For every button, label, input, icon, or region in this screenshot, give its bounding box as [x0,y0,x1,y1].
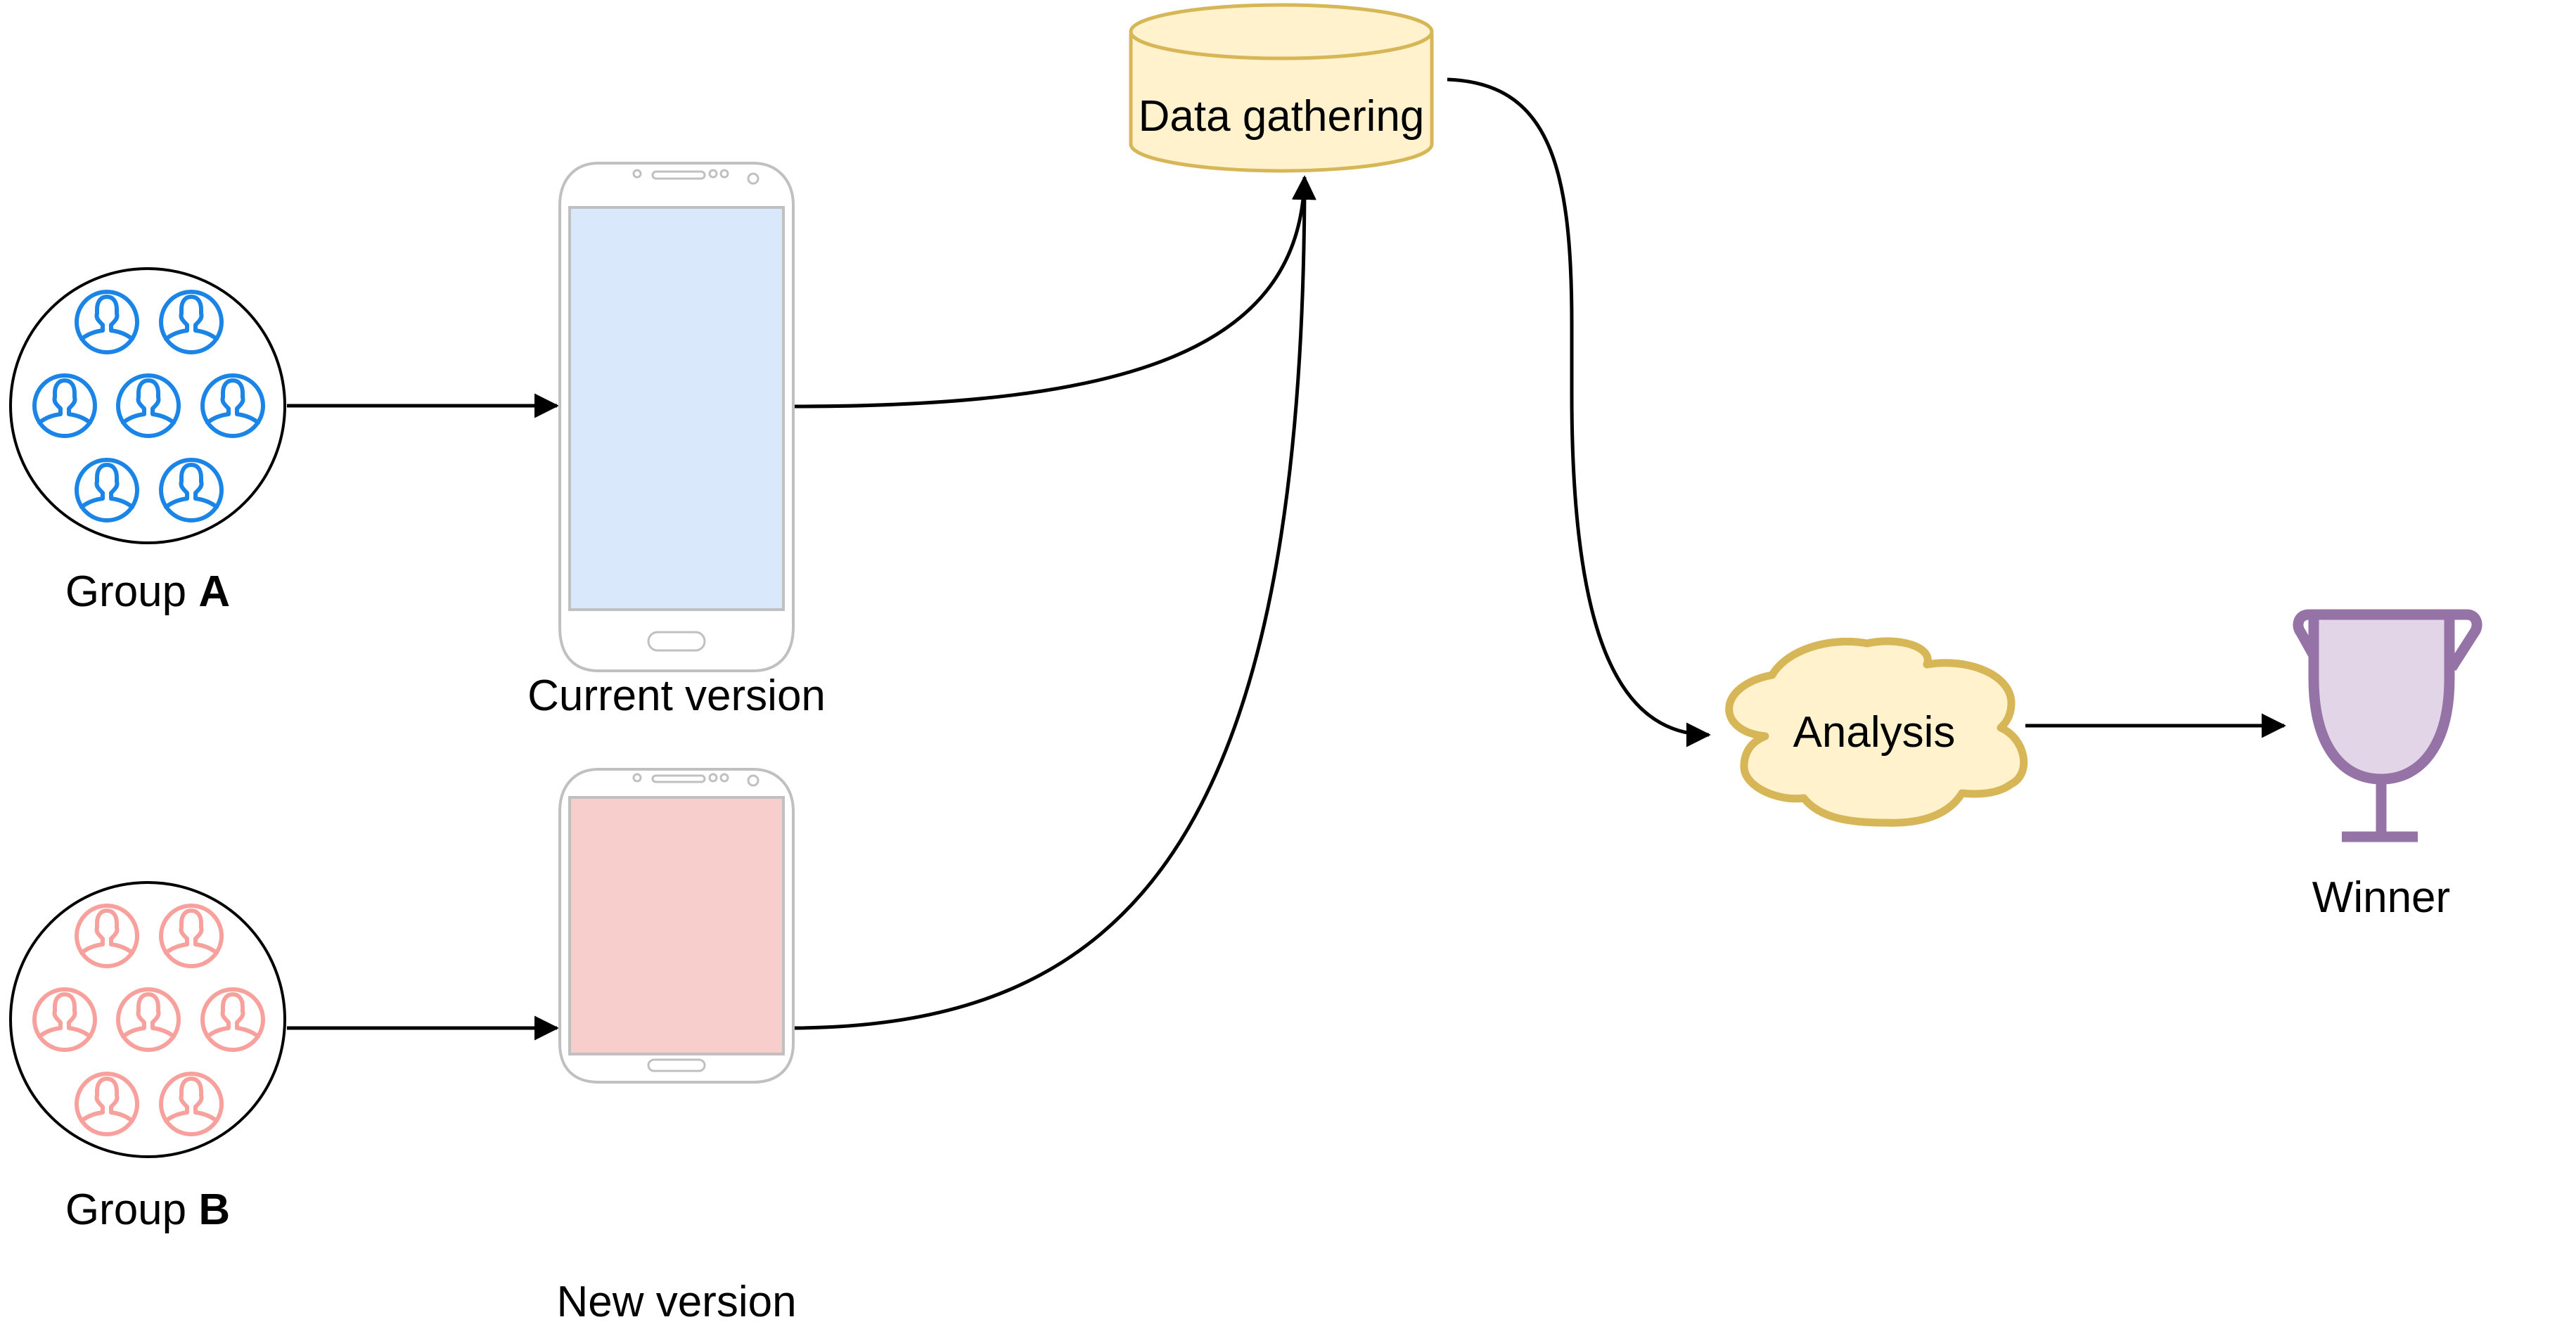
phone-new-label: New version [556,1278,796,1326]
phone-current-label: Current version [527,672,826,720]
edge-new-to-data-gathering [792,176,1307,1030]
phone-new-speaker-icon [651,774,706,783]
database-cylinder-body [1129,34,1434,173]
phone-new-sensor-icon [708,773,718,783]
group-b-node[interactable]: Group B [9,881,286,1234]
group-a-label: Group A [65,567,230,616]
cloud-shape [1725,637,2028,827]
phone-current-sensor-icon [632,169,642,179]
group-a-circle [9,267,286,544]
data-gathering-node[interactable]: Data gathering [1129,3,1434,173]
phone-new-sensor-icon [632,773,642,783]
edge-current-to-data-gathering [792,175,1316,409]
trophy-icon [2293,609,2482,842]
phone-current-camera-icon [747,172,760,185]
phone-current-home-button [647,631,706,652]
phone-current-screen [568,206,785,611]
phone-current-sensor-icon [719,169,729,179]
edge-data-gathering-to-analysis [1447,77,1711,747]
phone-current-sensor-icon [708,169,718,179]
analysis-node[interactable]: Analysis [1725,637,2028,827]
analysis-label: Analysis [1793,708,1956,757]
phone-new-node[interactable] [558,768,795,1084]
phone-current-node[interactable] [558,162,795,672]
data-gathering-label: Data gathering [1139,92,1425,141]
phone-current-speaker-icon [651,170,706,180]
group-a-node[interactable]: Group A [9,267,286,616]
group-b-label: Group B [65,1186,230,1234]
group-b-circle [9,881,286,1158]
winner-node[interactable]: Winner [2293,609,2482,922]
phone-new-sensor-icon [719,773,729,783]
database-cylinder-top [1129,3,1434,60]
phone-new-home-button [647,1058,706,1072]
phone-new-screen [568,796,785,1055]
winner-label: Winner [2312,873,2450,922]
phone-new-camera-icon [747,774,760,787]
